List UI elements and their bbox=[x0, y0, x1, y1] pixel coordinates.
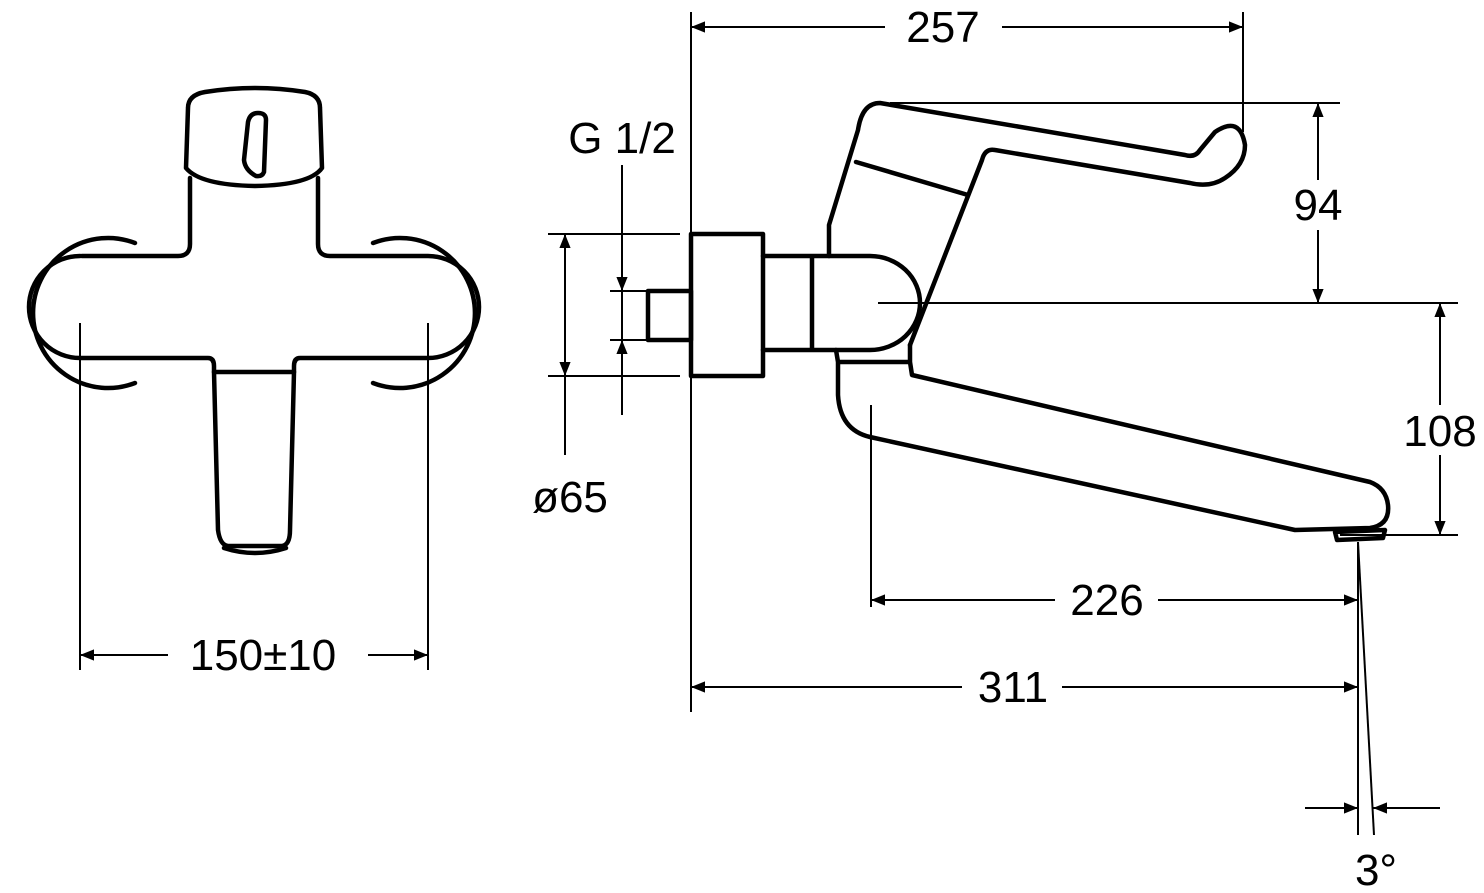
spout-drop-label: 108 bbox=[1403, 407, 1476, 456]
thread-label: G 1/2 bbox=[568, 114, 676, 163]
knob-indicator bbox=[241, 110, 269, 179]
width-dimension-label: 150±10 bbox=[190, 631, 337, 680]
handle-height-label: 94 bbox=[1294, 181, 1343, 230]
lever-band bbox=[853, 159, 971, 198]
mixer-body bbox=[26, 175, 482, 375]
spout-side bbox=[833, 342, 1391, 533]
knob bbox=[183, 85, 325, 189]
lever-handle bbox=[826, 100, 1248, 348]
side-view: 257 94 108 226 311 3° G 1/2 bbox=[532, 3, 1477, 893]
right-escutcheon bbox=[370, 235, 478, 391]
left-escutcheon bbox=[30, 235, 138, 391]
total-projection-label: 311 bbox=[978, 663, 1048, 712]
outlet-angle-label: 3° bbox=[1355, 846, 1397, 893]
angled-reference-line bbox=[1357, 541, 1375, 836]
inlet-stub bbox=[645, 288, 694, 343]
escutcheon-diameter-label: ø65 bbox=[532, 473, 608, 522]
front-view: 150±10 bbox=[26, 85, 482, 680]
spout-front bbox=[211, 369, 297, 549]
wall-flange bbox=[688, 231, 766, 379]
spout-outlet bbox=[1332, 527, 1388, 543]
handle-reach-label: 257 bbox=[906, 3, 979, 52]
aerator bbox=[221, 545, 289, 556]
spout-projection-label: 226 bbox=[1070, 576, 1143, 625]
